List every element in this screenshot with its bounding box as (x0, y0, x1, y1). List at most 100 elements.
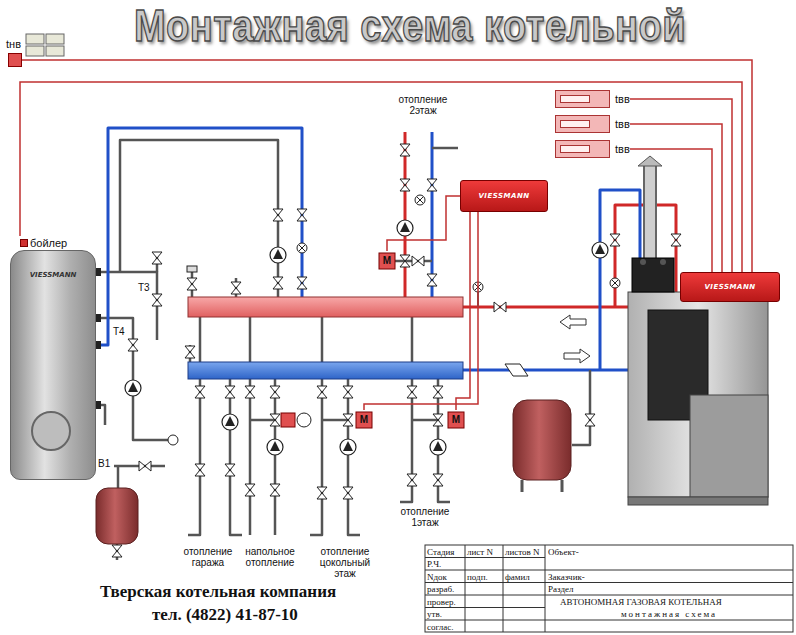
valves-and-pumps-part (125, 380, 141, 396)
pipe-label: T4 (113, 326, 125, 337)
controller-display (555, 90, 610, 108)
chimney-part (643, 166, 657, 258)
valves-and-pumps-part (231, 282, 241, 294)
sensor-label: tвв (615, 93, 630, 106)
valves-and-pumps-part (195, 386, 205, 398)
valves-and-pumps-part (343, 386, 353, 398)
manifolds-part (188, 297, 463, 317)
valves-and-pumps-part (400, 255, 410, 267)
valves-and-pumps-part (195, 464, 205, 476)
display-window (560, 120, 590, 128)
valves-and-pumps-part (592, 242, 608, 258)
valves-and-pumps-part (168, 435, 178, 445)
pipes-part (95, 272, 157, 340)
valves-and-pumps-part (225, 386, 235, 398)
valves-and-pumps-part (245, 484, 255, 496)
gas-boiler-part (628, 497, 768, 505)
valves-and-pumps-part (270, 484, 280, 496)
control-wires-part (456, 212, 470, 410)
valves-and-pumps-part (245, 386, 255, 398)
valves-and-pumps-part (415, 195, 425, 205)
pipes-part (463, 369, 628, 372)
title-block-cell: монтажная схема (545, 609, 793, 619)
valves-and-pumps-part (297, 209, 307, 221)
tank-hatch (31, 411, 71, 451)
valves-and-pumps-part (340, 439, 356, 455)
valves-and-pumps-part (343, 487, 353, 499)
expansion-tanks-part (513, 400, 571, 480)
valves-and-pumps-part (270, 414, 280, 426)
valves-and-pumps-part (400, 179, 410, 191)
title-block-cell: разраб. (427, 584, 454, 594)
pipes-part (120, 140, 278, 297)
diagram-title: Монтажная схема котельной (60, 1, 760, 52)
signal-wire (22, 60, 752, 272)
valves-and-pumps-part (430, 439, 446, 455)
flow-arrows (560, 315, 590, 363)
title-block-cell: Заказчик- (548, 572, 585, 582)
title-block-cell: Стадия (427, 547, 454, 557)
valves-and-pumps-part (412, 256, 424, 266)
pipes-part (348, 379, 360, 535)
tank-body: VIESSMANN (10, 250, 96, 480)
pipe-label: отопление цокольный этаж (317, 546, 373, 579)
valves-and-pumps-part (139, 461, 151, 471)
manifolds (188, 297, 463, 379)
valves-and-pumps-part (273, 209, 283, 221)
control-unit: VIESSMANN (680, 272, 780, 302)
valves-and-pumps-part (610, 278, 620, 288)
outdoor-sensor-housing (26, 34, 64, 56)
brand-name: VIESSMANN (478, 192, 529, 200)
motor-mark: M (379, 253, 395, 269)
signal-wire (20, 82, 742, 272)
valves-and-pumps-part (267, 439, 283, 455)
valves-and-pumps-part (505, 364, 528, 376)
title-block-cell: Р.Ч. (427, 559, 441, 569)
title-block-cell: Объект- (548, 547, 579, 557)
temperature-controller: tвв (555, 140, 630, 158)
valves-and-pumps (112, 144, 681, 557)
temperature-controller: tвв (555, 115, 630, 133)
chimney (638, 156, 662, 258)
boiler-tank: бойлерVIESSMANN (10, 236, 96, 480)
gas-boiler-part (640, 259, 646, 265)
sensor-dot (20, 239, 28, 247)
valves-and-pumps-part (152, 252, 162, 264)
valves-and-pumps-part (297, 277, 307, 289)
brand-name: VIESSMANN (704, 283, 755, 291)
valves-and-pumps-part (407, 386, 417, 398)
motor-mark: M (356, 412, 372, 428)
flow-arrows-part (560, 315, 586, 329)
chimney-part (638, 156, 662, 166)
valves-and-pumps-part (273, 277, 283, 289)
display-window (560, 95, 590, 103)
title-block-cell: провер. (427, 597, 456, 607)
valves-and-pumps-part (379, 253, 395, 269)
pipes-part (310, 317, 322, 535)
gas-boiler-part (690, 395, 768, 497)
title-block-cell: Раздел (548, 584, 573, 594)
valves-and-pumps-part (112, 545, 122, 557)
valves-and-pumps-part (433, 414, 443, 426)
flow-arrows-part (564, 349, 590, 363)
title-block-cell: утв. (427, 609, 442, 619)
pipes-part (404, 132, 407, 297)
valves-and-pumps-part (397, 220, 413, 236)
pipe-label: T3 (138, 282, 150, 293)
temperature-controller: tвв (555, 90, 630, 108)
control-wires-part (364, 212, 478, 410)
pipe-label: напольное отопление (239, 546, 301, 568)
valves-and-pumps-part (427, 274, 437, 286)
pipes-part (572, 370, 590, 445)
title-block-cell: лист N (467, 547, 493, 557)
sensor-label: tвв (615, 118, 630, 131)
pipes-part (412, 419, 438, 422)
valves-and-pumps-part (671, 234, 681, 246)
sensor-label: tвв (615, 143, 630, 156)
controller-display (555, 140, 610, 158)
signal-wire (630, 99, 732, 272)
controller-display (555, 115, 610, 133)
title-block-cell: подп. (467, 572, 488, 582)
display-window (560, 145, 590, 153)
